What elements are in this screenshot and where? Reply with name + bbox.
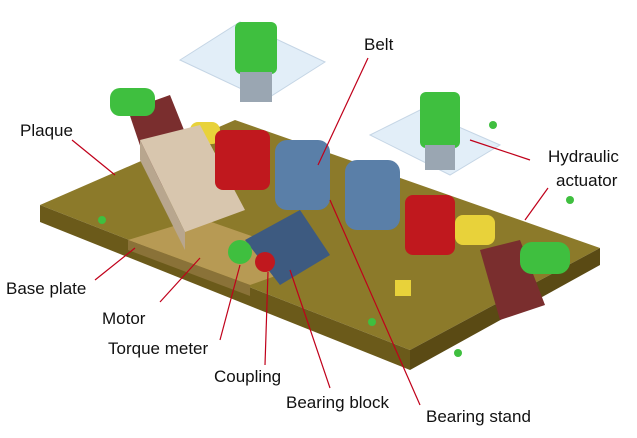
base-plate-edge [128, 240, 250, 296]
torque-meter [228, 240, 252, 264]
leader-base-plate [94, 247, 136, 281]
label-plaque: Plaque [20, 121, 73, 140]
leader-motor [159, 257, 201, 303]
motor-body [140, 125, 245, 232]
leader-hydraulic [469, 139, 531, 161]
label-motor: Motor [102, 309, 146, 328]
label-bearing-block: Bearing block [286, 393, 390, 412]
red-housing-left [215, 130, 270, 190]
leader-hydraulic-2 [524, 187, 549, 221]
leader-plaque [71, 139, 116, 176]
leader-bearing-stand [329, 199, 421, 406]
leader-torque [219, 264, 241, 341]
coupling-disc [255, 252, 275, 272]
red-housing-right [405, 195, 455, 255]
left-actuator [235, 22, 277, 74]
bearing-blue-1 [275, 140, 330, 210]
leader-bearing-block [289, 269, 331, 389]
label-hydraulic-line2: actuator [556, 171, 618, 190]
right-green-cylinder [520, 242, 570, 274]
label-torque-meter: Torque meter [108, 339, 209, 358]
label-base-plate: Base plate [6, 279, 87, 298]
right-actuator [420, 92, 460, 148]
right-pillow-block [480, 240, 545, 320]
label-belt: Belt [364, 35, 394, 54]
left-green-cylinder [110, 88, 155, 116]
label-hydraulic-line1: Hydraulic [548, 147, 619, 166]
label-coupling: Coupling [214, 367, 282, 386]
bearing-blue-2 [345, 160, 400, 230]
leader-belt [317, 57, 369, 166]
leader-coupling [264, 271, 269, 366]
label-bearing-stand: Bearing stand [426, 407, 531, 426]
